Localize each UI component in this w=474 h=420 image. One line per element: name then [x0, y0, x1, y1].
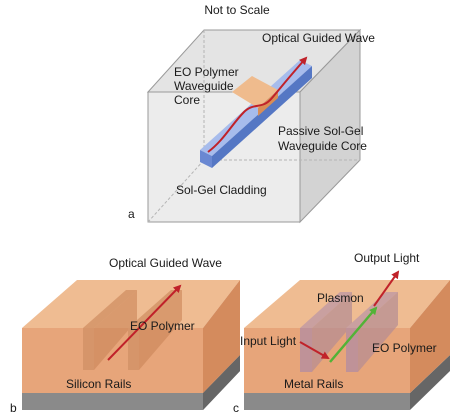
- label-metal-rails: Metal Rails: [284, 377, 343, 391]
- plasmon-arrow: [329, 306, 378, 363]
- silicon-rail-1-front: [83, 328, 94, 370]
- substrate-c-front: [244, 393, 410, 410]
- panel-letter-b: b: [10, 401, 17, 415]
- label-sol-gel-cladding: Sol-Gel Cladding: [176, 183, 267, 197]
- silicon-rail-2-top: [128, 290, 182, 328]
- label-eo-polymer-c: EO Polymer: [372, 341, 437, 355]
- label-output-light: Output Light: [354, 251, 420, 265]
- not-to-scale-title: Not to Scale: [204, 3, 270, 17]
- panel-letter-c: c: [233, 401, 239, 415]
- label-input-light: Input Light: [240, 334, 297, 348]
- label-passive-core-line1: Passive Sol-Gel: [278, 124, 363, 138]
- label-eo-core-line2: Waveguide: [174, 79, 234, 93]
- substrate-c-side: [410, 355, 450, 410]
- panel-b: Optical Guided Wave EO Polymer Silicon R…: [10, 256, 240, 415]
- label-optical-guided-wave-a: Optical Guided Wave: [262, 31, 375, 45]
- silicon-rail-2-side: [139, 290, 182, 370]
- output-light-arrow: [373, 270, 400, 307]
- metal-rail-1-front: [300, 328, 312, 372]
- substrate-b-front: [22, 393, 203, 410]
- passive-core-side: [212, 66, 312, 168]
- label-passive-core-line2: Waveguide Core: [278, 139, 367, 153]
- passive-core-end: [200, 150, 212, 168]
- optical-guided-wave-arrow-b: [107, 284, 182, 361]
- cube-hidden-edge-1: [147, 159, 205, 223]
- silicon-rails-b: [83, 290, 182, 370]
- metal-rails-c: [300, 292, 398, 372]
- label-eo-core-line1: EO Polymer: [174, 65, 239, 79]
- label-silicon-rails: Silicon Rails: [66, 377, 131, 391]
- panel-c: Output Light Plasmon Input Light EO Poly…: [233, 251, 450, 415]
- label-eo-core-line3: Core: [174, 93, 200, 107]
- optical-guided-wave-arrow-a: [207, 56, 308, 153]
- input-light-arrow: [299, 341, 330, 359]
- silicon-rail-1-top: [83, 290, 137, 328]
- label-optical-guided-wave-b: Optical Guided Wave: [109, 256, 222, 270]
- polymer-b-side: [203, 280, 240, 393]
- polymer-c-side: [410, 280, 450, 393]
- metal-rail-1-top: [300, 292, 352, 328]
- silicon-rail-1-side: [94, 290, 137, 370]
- eo-core-top: [232, 76, 278, 108]
- metal-rail-2-side: [358, 292, 398, 372]
- substrate-b-side: [203, 355, 240, 410]
- label-eo-polymer-b: EO Polymer: [130, 319, 195, 333]
- label-plasmon: Plasmon: [317, 291, 364, 305]
- silicon-rail-2-front: [128, 328, 139, 370]
- panel-letter-a: a: [128, 207, 135, 221]
- panel-a: Not to Scale Optical Guided Wave EO Poly…: [128, 3, 375, 224]
